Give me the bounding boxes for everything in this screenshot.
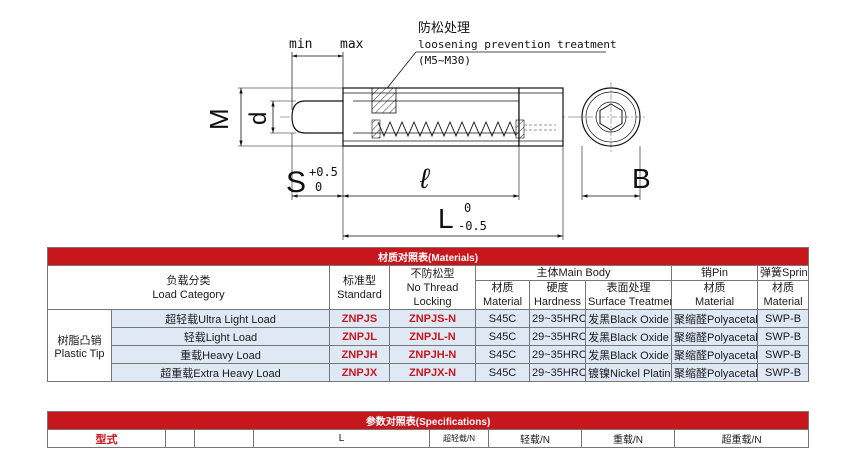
specs-heavy: 重载/N (581, 429, 675, 448)
cell-no-thread: ZNPJS-N (389, 309, 476, 328)
cell-spring: SWP-B (756, 327, 810, 346)
note-leader (383, 51, 417, 93)
cell-spring: SWP-B (756, 309, 810, 328)
dim-B: B (632, 163, 651, 194)
dim-L-lower: -0.5 (458, 219, 487, 233)
cell-category: 超轻载Ultra Light Load (111, 309, 330, 328)
table-row: 重载Heavy Load ZNPJH ZNPJH-N S45C 29~35HRC… (48, 345, 810, 364)
table-row: 树脂凸销 Plastic Tip 超轻载Ultra Light Load ZNP… (47, 309, 810, 382)
cell-hardness: 29~35HRC (529, 309, 586, 328)
dim-d: d (245, 112, 272, 125)
cell-surface: 发黑Black Oxide (585, 327, 672, 346)
dim-S: S (286, 166, 306, 199)
specs-title: 参数对照表(Specifications) (46, 411, 810, 430)
header-pin: 销Pin (671, 265, 758, 281)
cell-no-thread: ZNPJH-N (389, 345, 476, 364)
cell-category: 轻载Light Load (111, 327, 330, 346)
main-body (342, 87, 520, 147)
cell-hardness: 29~35HRC (529, 363, 586, 382)
cell-material: S45C (475, 327, 530, 346)
group-plastic-tip: 树脂凸销 Plastic Tip (47, 309, 112, 382)
dim-l: ℓ (419, 163, 431, 194)
cell-spring: SWP-B (756, 345, 810, 364)
dim-max-label: max (340, 37, 364, 52)
cell-standard: ZNPJX (329, 363, 390, 382)
spring (377, 120, 517, 138)
specs-extra-heavy: 超重载/N (673, 429, 810, 448)
cell-category: 超重载Extra Heavy Load (111, 363, 330, 382)
dim-min-label: min (289, 37, 312, 52)
cell-material: S45C (475, 345, 530, 364)
materials-table: 材质对照表(Materials) 负载分类 Load Category 标准型 … (46, 247, 810, 382)
specs-light: 轻载/N (488, 429, 582, 448)
header-spring: 弹簧Spring (756, 265, 810, 281)
dim-L-upper: 0 (464, 201, 471, 215)
cell-hardness: 29~35HRC (529, 345, 586, 364)
cell-material: S45C (475, 309, 530, 328)
dim-M: M (204, 108, 234, 130)
specs-ultra-light: 超轻载/N (429, 429, 489, 448)
cell-standard: ZNPJS (329, 309, 390, 328)
header-main-body: 主体Main Body (475, 265, 672, 281)
dim-S-lower: 0 (315, 180, 322, 194)
cell-no-thread: ZNPJX-N (389, 363, 476, 382)
cell-surface: 发黑Black Oxide (585, 309, 672, 328)
cell-category: 重载Heavy Load (111, 345, 330, 364)
header-load-category: 负载分类 Load Category (47, 265, 330, 310)
materials-title: 材质对照表(Materials) (46, 247, 810, 266)
cell-surface: 镀镍Nickel Plating (585, 363, 672, 382)
cell-pin: 聚缩醛Polyacetal (671, 363, 758, 382)
note-cn: 防松处理 (418, 20, 470, 36)
dim-S-upper: +0.5 (309, 165, 338, 179)
lock-hatch (371, 87, 397, 114)
cell-surface: 发黑Black Oxide (585, 345, 672, 364)
note-en: loosening prevention treatment (418, 38, 617, 51)
cell-hardness: 29~35HRC (529, 327, 586, 346)
cell-material: S45C (475, 363, 530, 382)
cell-standard: ZNPJH (329, 345, 390, 364)
header-no-thread: 不防松型 No Thread Locking (389, 265, 476, 310)
header-standard: 标准型 Standard (329, 265, 390, 310)
body-shoulder (518, 87, 564, 147)
cell-standard: ZNPJL (329, 327, 390, 346)
cell-pin: 聚缩醛Polyacetal (671, 327, 758, 346)
specs-col-L: L (253, 429, 430, 448)
cell-pin: 聚缩醛Polyacetal (671, 345, 758, 364)
note-range: (M5~M30) (418, 54, 471, 67)
specs-type: 型式 (47, 429, 166, 448)
table-row: 轻载Light Load ZNPJL ZNPJL-N S45C 29~35HRC… (48, 327, 810, 346)
technical-drawing: 防松处理 loosening prevention treatment (M5~… (204, 20, 651, 240)
table-row: 超重载Extra Heavy Load ZNPJX ZNPJX-N S45C 2… (48, 363, 810, 382)
end-view (575, 82, 647, 152)
dim-L: L (438, 203, 454, 234)
specs-table: 参数对照表(Specifications) 型式 L 超轻载/N 轻载/N 重载… (46, 411, 810, 448)
cell-spring: SWP-B (756, 363, 810, 382)
cell-no-thread: ZNPJL-N (389, 327, 476, 346)
plastic-tip (291, 100, 343, 134)
cell-pin: 聚缩醛Polyacetal (671, 309, 758, 328)
